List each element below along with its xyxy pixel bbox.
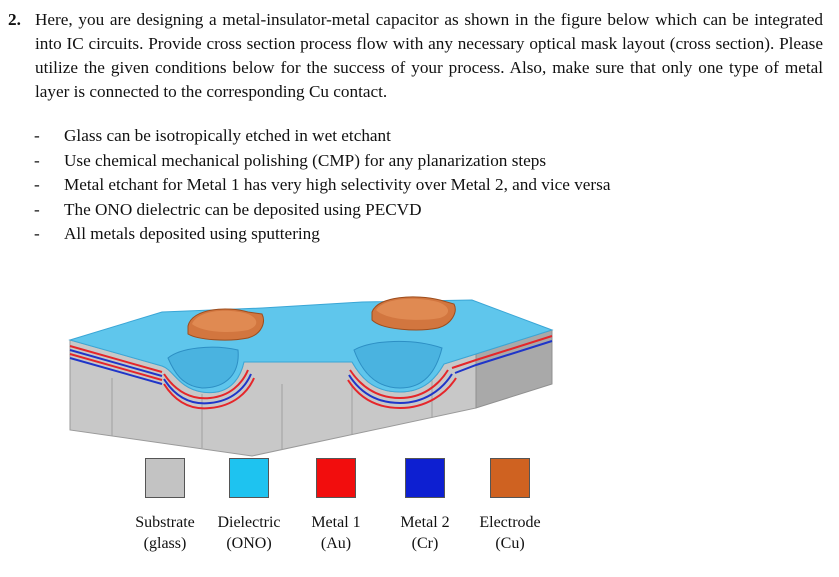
legend-material: (glass): [143, 535, 187, 552]
legend-item-electrode: Electrode (Cu): [466, 454, 554, 554]
condition-item: - Glass can be isotropically etched in we…: [34, 124, 610, 149]
metal-stripes-trench-left: [163, 373, 252, 405]
legend-name: Substrate: [135, 514, 195, 531]
legend-item-substrate: Substrate (glass): [124, 454, 206, 554]
condition-text: Use chemical mechanical polishing (CMP) …: [64, 150, 547, 170]
metal-stripes-right: [454, 340, 553, 374]
legend-material: (Au): [320, 535, 352, 552]
legend-item-metal2: Metal 2 (Cr): [386, 454, 464, 554]
question-text: Here, you are designing a metal-insulato…: [35, 10, 823, 101]
bullet-dash: -: [34, 224, 40, 243]
bullet-dash: -: [34, 175, 40, 194]
legend-material: (Cu): [495, 535, 525, 552]
trench-right: [353, 341, 443, 389]
condition-text: All metals deposited using sputtering: [64, 224, 320, 243]
cu-electrode-right-top: [376, 298, 449, 320]
bullet-dash: -: [34, 199, 40, 219]
condition-text: The ONO dielectric can be deposited usin…: [64, 199, 422, 219]
metal-stripes-trench-left: [163, 377, 255, 410]
conditions-list: - Glass can be isotropically etched in we…: [34, 124, 610, 247]
capacitor-3d-figure: [68, 296, 554, 457]
condition-text: Metal etchant for Metal 1 has very high …: [64, 175, 611, 194]
metal-stripes-trench-right: [347, 377, 457, 410]
metal1-layer-left: [69, 353, 163, 381]
metal-stripes-trench-right: [348, 373, 453, 405]
legend-item-metal1: Metal 1 (Au): [296, 454, 376, 554]
condition-item: - Metal etchant for Metal 1 has very high…: [34, 173, 610, 198]
metal2-layer-left: [69, 349, 163, 377]
question-number: 2.: [8, 10, 21, 29]
legend-name: Metal 2: [400, 514, 450, 531]
bullet-dash: -: [34, 150, 40, 170]
metal-stripes-trench-right: [349, 369, 449, 400]
legend-name: Dielectric: [217, 514, 281, 531]
condition-item: - All metals deposited using sputtering: [34, 222, 610, 247]
metal1-layer-left: [69, 345, 163, 373]
swatch-electrode: [490, 458, 530, 498]
legend-name: Metal 1: [311, 514, 361, 531]
condition-text: Glass can be isotropically etched in wet…: [64, 126, 391, 145]
trench-left: [167, 346, 239, 389]
swatch-metal1: [316, 458, 356, 498]
question-block: 2. Here, you are designing a metal-insul…: [8, 8, 823, 104]
metal-stripes-right: [451, 335, 553, 369]
legend-name: Electrode: [479, 514, 541, 531]
material-legend: Substrate (glass) Dielectric (ONO) Metal…: [124, 454, 554, 564]
condition-item: - The ONO dielectric can be deposited usi…: [34, 198, 610, 223]
swatch-metal2: [405, 458, 445, 498]
legend-material: (ONO): [226, 535, 272, 552]
legend-material: (Cr): [411, 535, 439, 552]
metal-stripes-trench-left: [163, 369, 249, 400]
bullet-dash: -: [34, 126, 40, 145]
condition-item: - Use chemical mechanical polishing (CMP)…: [34, 149, 610, 174]
swatch-substrate: [145, 458, 185, 498]
cu-electrode-left-top: [192, 310, 257, 332]
swatch-dielectric: [229, 458, 269, 498]
metal2-layer-left: [69, 357, 163, 385]
legend-item-dielectric: Dielectric (ONO): [208, 454, 290, 554]
